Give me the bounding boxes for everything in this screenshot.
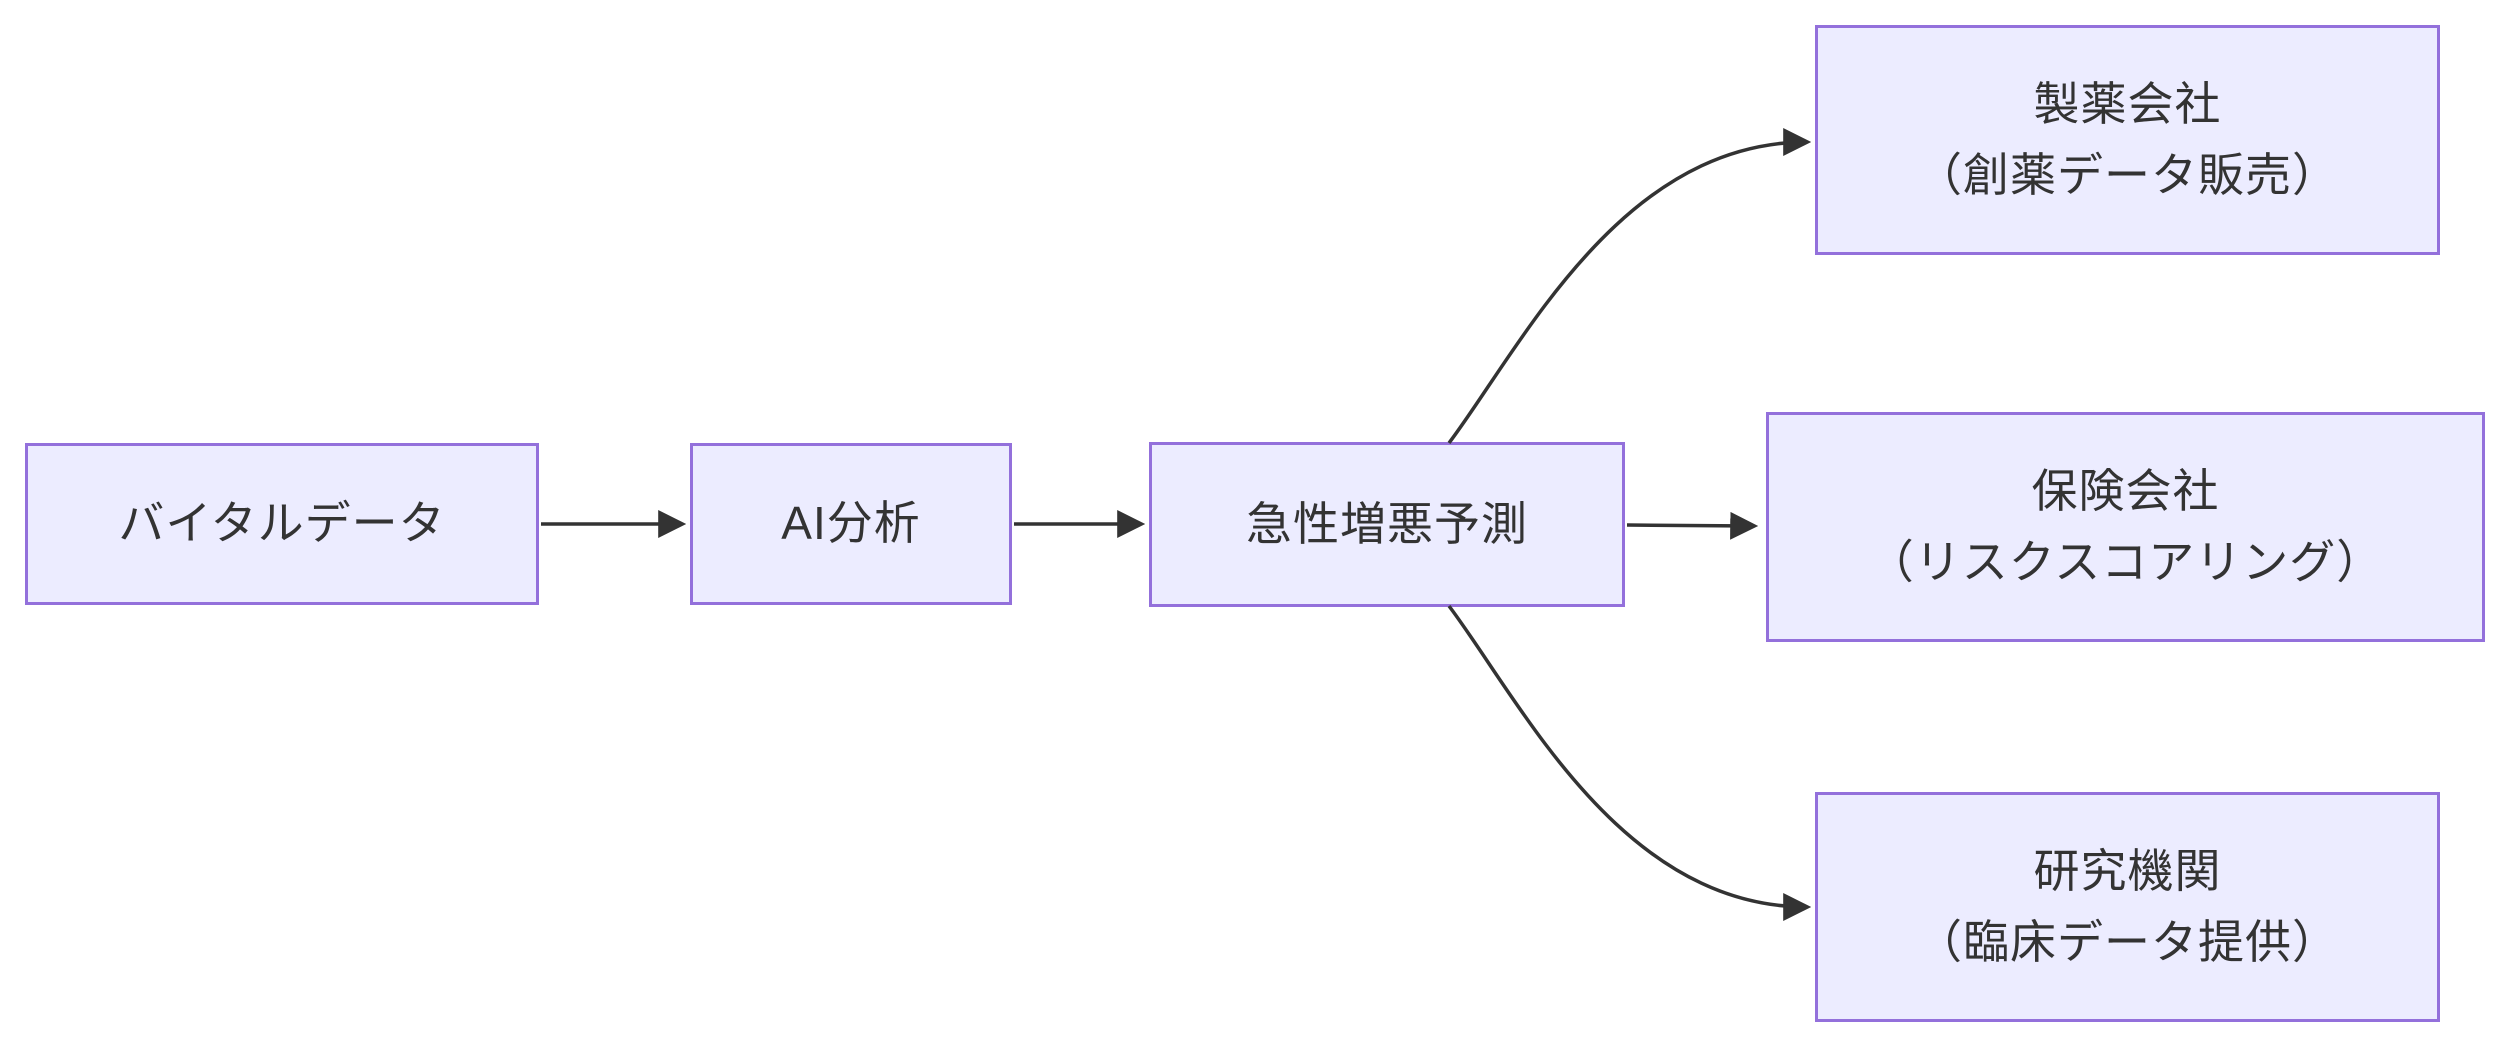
node-exacerbation-prediction: 急性増悪予測 [1149,442,1625,607]
node-insurance-company-title: 保険会社 [2031,464,2220,517]
node-pharma-company-subtitle: （創薬データ販売） [1916,149,2339,201]
node-insurance-company: 保険会社 （リスクスコアリング） [1766,412,2485,642]
node-research-institution: 研究機関 （臨床データ提供） [1815,792,2440,1022]
node-exacerbation-prediction-label: 急性増悪予測 [1246,497,1528,550]
node-ai-analysis: AI分析 [690,443,1012,605]
node-research-institution-title: 研究機関 [2033,844,2222,897]
node-pharma-company-title: 製薬会社 [2033,77,2222,130]
node-vital-data: バイタルデータ [25,443,539,605]
node-pharma-company: 製薬会社 （創薬データ販売） [1815,25,2440,255]
node-insurance-company-subtitle: （リスクスコアリング） [1867,536,2384,588]
node-ai-analysis-label: AI分析 [781,497,921,550]
node-vital-data-label: バイタルデータ [118,497,446,550]
node-research-institution-subtitle: （臨床データ提供） [1916,916,2339,968]
arrow-predict-to-research [1447,604,1812,921]
arrow-predict-to-pharma [1447,128,1812,445]
arrow-predict-to-insurance [1626,511,1759,540]
